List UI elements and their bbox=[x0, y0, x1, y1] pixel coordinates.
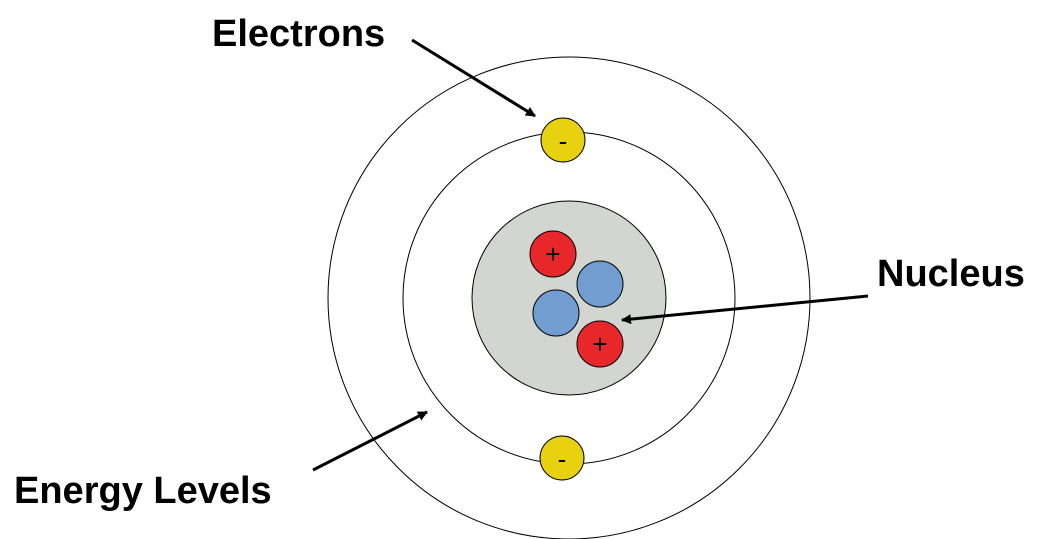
neutron-lower bbox=[532, 289, 580, 337]
proton-lower-circle bbox=[576, 320, 624, 368]
electrons-arrow bbox=[411, 38, 536, 118]
energy-levels-arrow bbox=[312, 410, 428, 472]
electron-top: - bbox=[540, 117, 586, 163]
proton-upper-sign: + bbox=[545, 239, 560, 269]
proton-upper-circle bbox=[529, 230, 577, 278]
neutron-upper bbox=[576, 260, 624, 308]
electron-bottom-circle bbox=[539, 435, 585, 481]
electron-bottom: - bbox=[539, 435, 585, 481]
outer-energy-level bbox=[327, 56, 811, 539]
electron-top-circle bbox=[540, 117, 586, 163]
proton-upper: + bbox=[529, 230, 577, 278]
electron-top-sign: - bbox=[559, 126, 568, 156]
electron-bottom-sign: - bbox=[558, 444, 567, 474]
electrons-label: Electrons bbox=[212, 13, 385, 55]
proton-lower: + bbox=[576, 320, 624, 368]
nucleus-label: Nucleus bbox=[877, 253, 1025, 295]
nucleus-arrow bbox=[621, 294, 869, 325]
energy-levels-label: Energy Levels bbox=[14, 470, 272, 512]
proton-lower-sign: + bbox=[592, 329, 607, 359]
